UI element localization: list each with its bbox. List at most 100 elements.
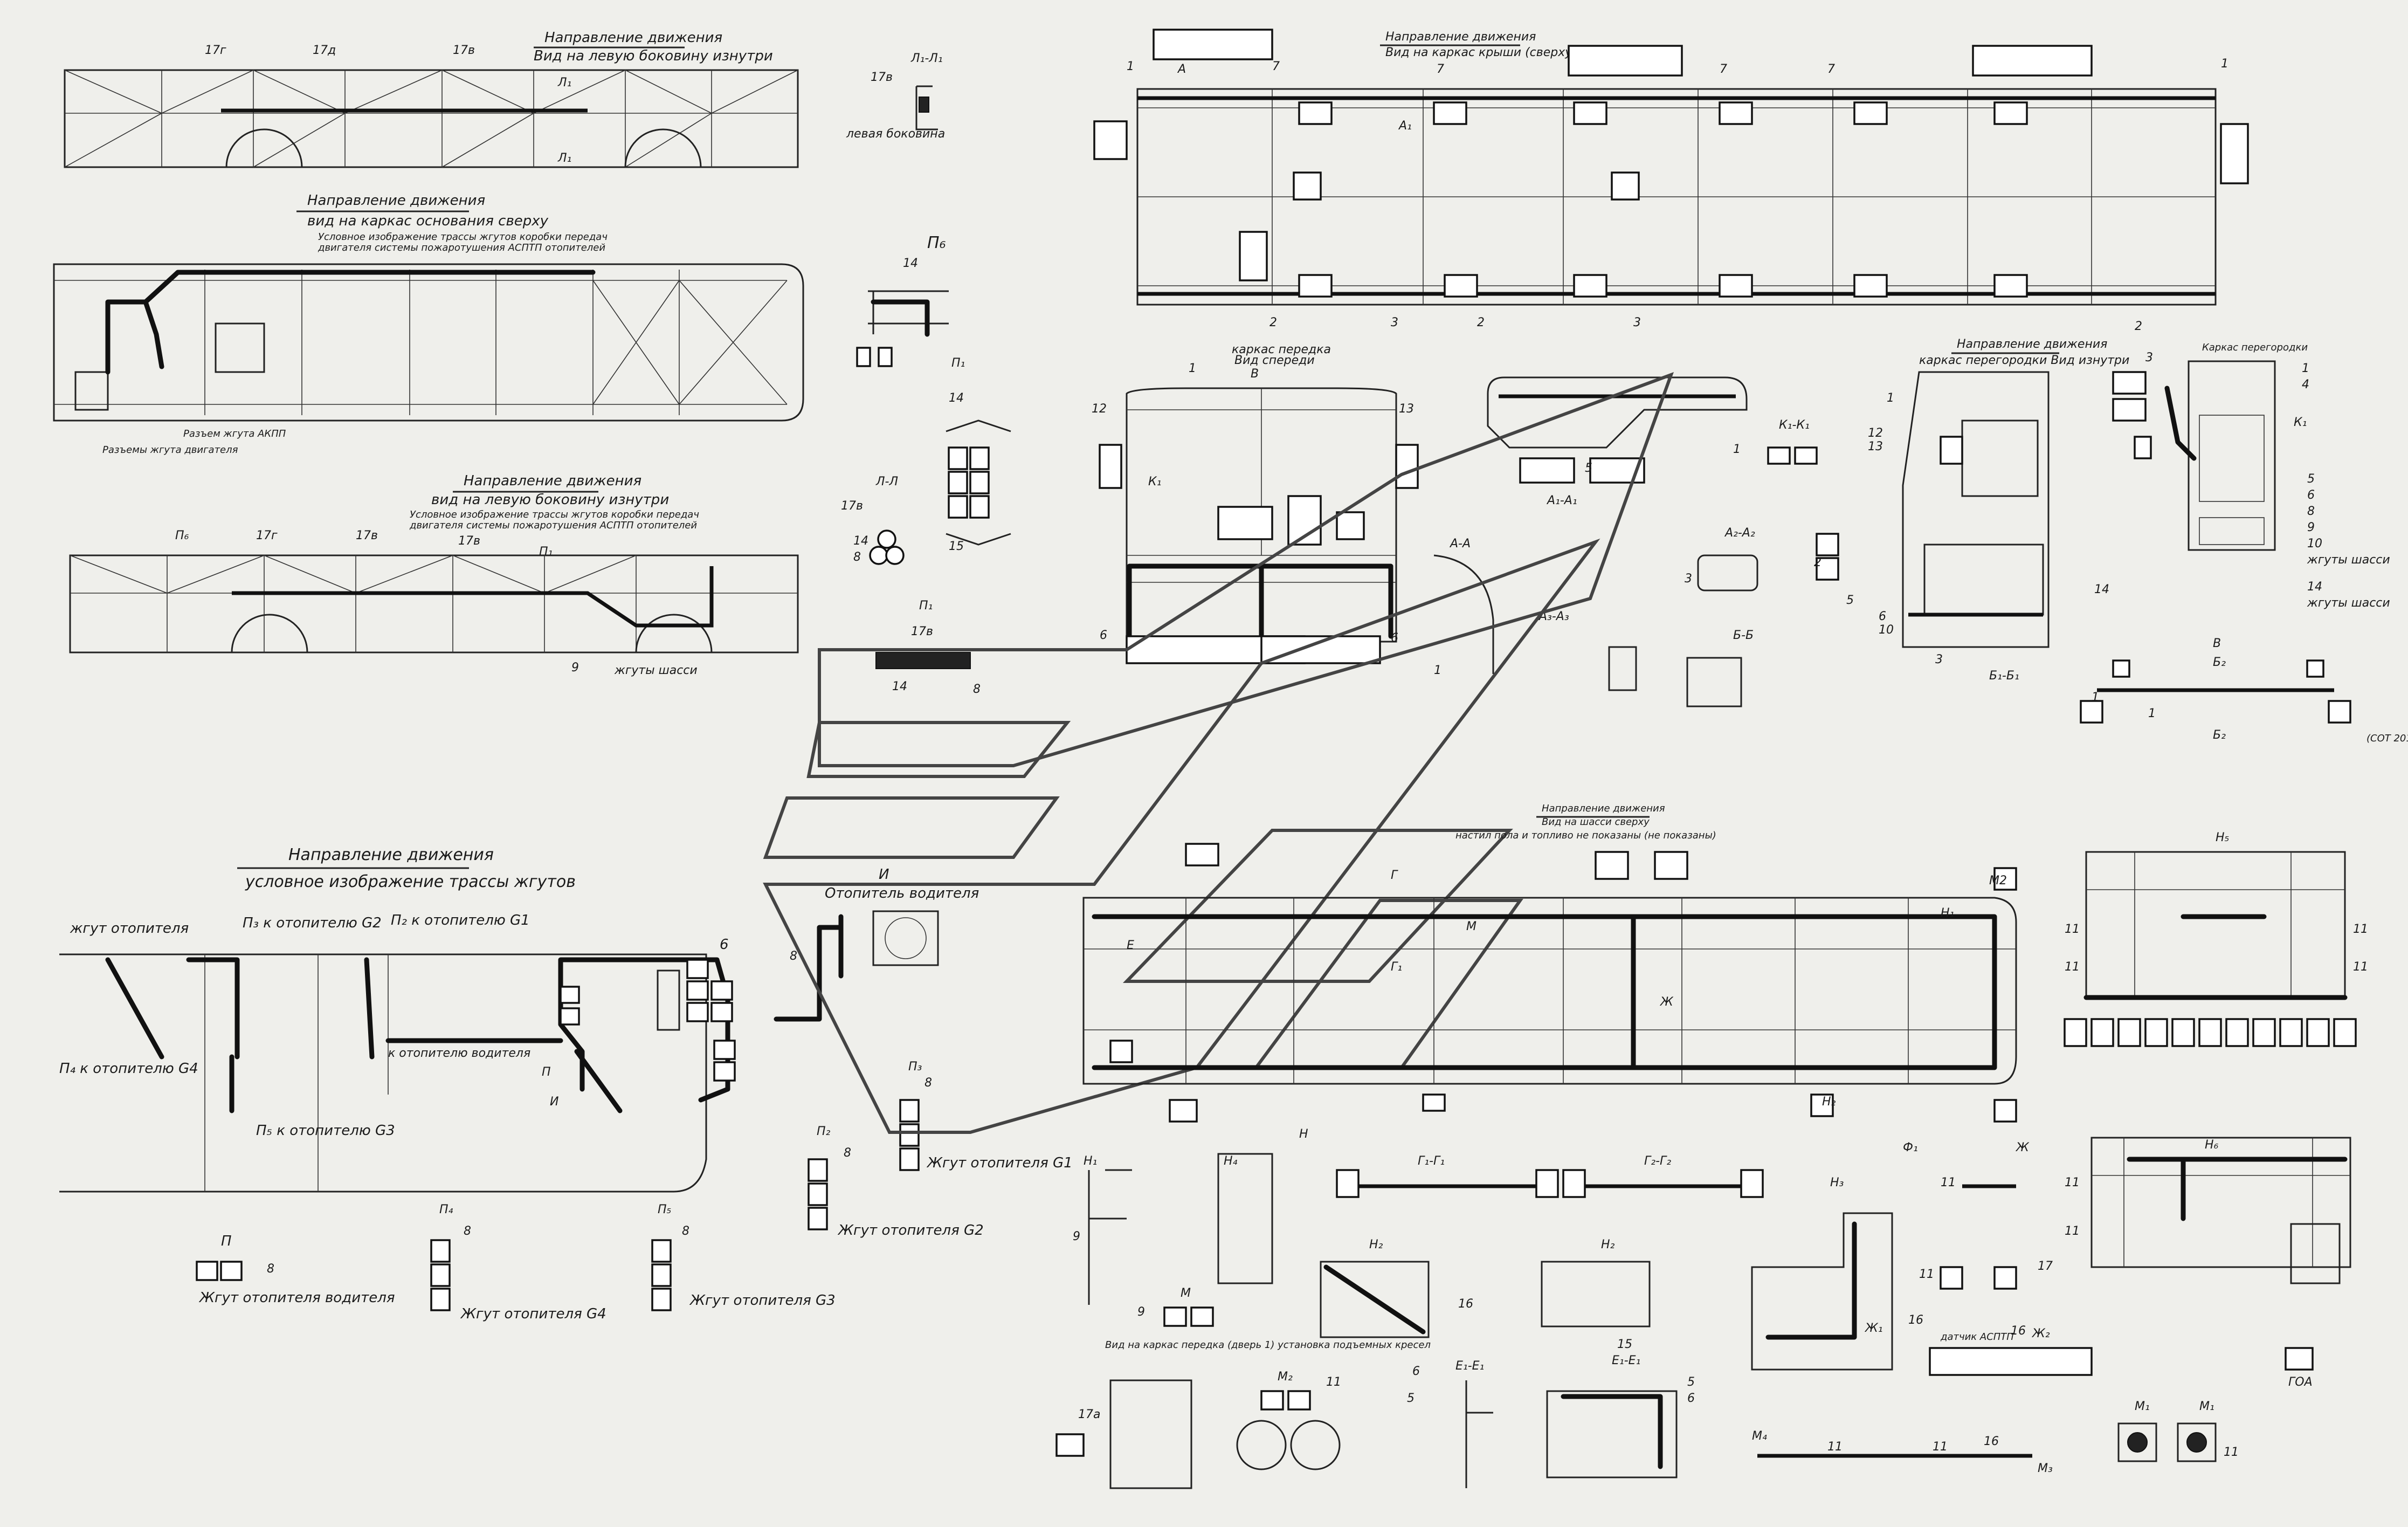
bd-9b: 9 bbox=[1137, 1305, 1145, 1319]
roof-1b: 1 bbox=[2221, 57, 2228, 71]
harness-g3: П₅ 8 Жгут отопителя G3 bbox=[651, 1203, 836, 1311]
bd-6a: 6 bbox=[1412, 1365, 1420, 1378]
b-title: В bbox=[2213, 637, 2221, 650]
b-b2-top: Б₂ bbox=[2213, 656, 2226, 669]
detail-g1g1: Г₁-Г₁ bbox=[1418, 1154, 1445, 1168]
wheel-arches bbox=[225, 128, 702, 168]
partition-outline bbox=[1902, 371, 2050, 648]
m1-socket-a bbox=[2127, 1432, 2148, 1453]
b-conn-1 bbox=[2112, 659, 2130, 678]
h1-profile bbox=[1088, 1169, 1132, 1305]
harness-g1: П₃ 8 Жгут отопителя G1 bbox=[899, 1060, 1073, 1171]
aa-profile bbox=[1433, 554, 1494, 674]
label-p6: П₆ bbox=[175, 529, 189, 542]
section-caption: левая боковина bbox=[846, 127, 945, 141]
m1-plate-a bbox=[2117, 1422, 2157, 1462]
view-label: Вид на левую боковину изнутри bbox=[534, 48, 773, 64]
partition-b1: Б₁-Б₁ bbox=[1989, 669, 2019, 683]
frame-outline bbox=[53, 263, 804, 422]
ll-connector-block bbox=[946, 419, 1011, 546]
p1-title: П₁ bbox=[919, 599, 933, 613]
e1-wire bbox=[1561, 1394, 1663, 1469]
bd-17: 17 bbox=[2038, 1260, 2053, 1273]
partition-direction: Направление движения bbox=[1957, 338, 2107, 351]
h2-wire bbox=[1323, 1264, 1426, 1335]
caption-g1: Жгут отопителя G1 bbox=[926, 1155, 1073, 1171]
mid-1b: 1 bbox=[1434, 664, 1441, 677]
heater-routing-view: Направление движения условное изображени… bbox=[59, 845, 736, 1193]
label-l1-bottom: Л₁ bbox=[557, 152, 571, 165]
chassis-g: Г bbox=[1391, 869, 1398, 882]
b-view: В Б₂ Б₂ 1 1 (СOT 2017) bbox=[2080, 637, 2408, 744]
detail-m3: М₃ bbox=[2038, 1462, 2053, 1475]
logo-watermark bbox=[763, 372, 1674, 1134]
heater-connectors bbox=[560, 959, 736, 1082]
engine-connector-box bbox=[74, 371, 109, 411]
p1-harness-bundle bbox=[875, 652, 971, 669]
front-members bbox=[1127, 388, 1396, 583]
a2-box bbox=[1697, 554, 1758, 591]
goa-conn bbox=[2285, 1347, 2314, 1371]
chassis-m: М bbox=[1466, 920, 1476, 933]
h6-detail: Н₆ 11 11 bbox=[2065, 1137, 2351, 1284]
harness-driver: П 8 Жгут отопителя водителя bbox=[196, 1233, 395, 1306]
heater-caption: Отопитель водителя bbox=[825, 885, 979, 902]
p1-detail: П₁ 17в 14 8 bbox=[875, 599, 981, 696]
zh1-bar bbox=[1929, 1347, 2093, 1376]
label-6: 6 bbox=[720, 937, 729, 953]
heater-unit bbox=[872, 910, 939, 966]
p1-top: 17в bbox=[911, 625, 933, 638]
mid-details: А-А А₁-А₁ А₃-А₃ А₂-А₂ Б-Б К₁-К₁ 5 3 12 1… bbox=[1433, 418, 1883, 707]
detail-h1: Н₁ bbox=[1084, 1154, 1097, 1168]
front-b: В bbox=[1251, 367, 1259, 381]
rear-panel bbox=[2199, 415, 2265, 502]
harness-line bbox=[232, 566, 714, 628]
note-2: двигателя системы пожаротушения АСПТП от… bbox=[318, 242, 605, 253]
b-conn-4 bbox=[2328, 700, 2351, 724]
ll-wire-3 bbox=[885, 546, 905, 565]
p6-detail: П₆ 14 П₁ bbox=[856, 233, 965, 370]
heater-fan bbox=[885, 917, 927, 959]
p6-connector-2 bbox=[878, 347, 893, 367]
label-g4: П₄ к отопителю G4 bbox=[59, 1061, 198, 1077]
detail-m4: М₄ bbox=[1752, 1429, 1767, 1443]
label-17g: 17г bbox=[256, 529, 278, 542]
caption-n8-a: 8 bbox=[267, 1262, 274, 1276]
ll-wire-2 bbox=[869, 546, 888, 565]
h5-11b: 11 bbox=[2353, 923, 2368, 936]
partition-14: 14 bbox=[2094, 583, 2109, 596]
chassis-view: Вид на шасси сверху bbox=[1542, 816, 1650, 828]
sheet-stamp: (СOT 2017) bbox=[2366, 733, 2408, 744]
roof-frame-view: Направление движения Вид на каркас крыши… bbox=[1093, 29, 2249, 333]
chassis-top-view: Направление движения Вид на шасси сверху… bbox=[1082, 803, 2017, 1141]
h5-connectors bbox=[2064, 1018, 2357, 1047]
detail-f: Ф₁ bbox=[1903, 1141, 1918, 1154]
roof-7b: 7 bbox=[1437, 63, 1444, 76]
chassis-e: Е bbox=[1127, 939, 1134, 952]
h6-outline bbox=[2090, 1137, 2351, 1268]
f1-conn-a bbox=[1940, 1266, 1963, 1290]
ll-detail: 14 15 Л-Л 17в 14 8 bbox=[841, 391, 1011, 565]
bd-16a: 16 bbox=[1458, 1297, 1473, 1311]
b-1b: 1 bbox=[2148, 707, 2156, 720]
p6-bracket bbox=[868, 290, 949, 334]
detail-m: М bbox=[1181, 1287, 1191, 1300]
rear-bracing bbox=[592, 280, 788, 405]
m2-connector bbox=[1260, 1390, 1311, 1411]
rear-3: 3 bbox=[2145, 351, 2153, 364]
bd-16b: 16 bbox=[1908, 1313, 1923, 1327]
mid-12: 12 bbox=[1868, 427, 1883, 440]
label-9: 9 bbox=[571, 661, 579, 675]
detail-zh1: Ж₁ bbox=[1864, 1322, 1883, 1335]
p1-14: 14 bbox=[892, 680, 907, 693]
bd-11a: 11 bbox=[1941, 1176, 1956, 1189]
section-harness bbox=[919, 97, 929, 113]
section-title: Л₁-Л₁ bbox=[910, 52, 943, 65]
rear-4: 4 bbox=[2302, 378, 2309, 391]
ll-top-num: 14 bbox=[949, 391, 964, 405]
ll-title: Л-Л bbox=[875, 475, 898, 489]
h5-11d: 11 bbox=[2353, 960, 2368, 974]
h3-wire bbox=[1765, 1221, 1857, 1340]
chassis-zh: Ж bbox=[1659, 995, 1674, 1009]
bd-5b: 5 bbox=[1687, 1375, 1695, 1389]
